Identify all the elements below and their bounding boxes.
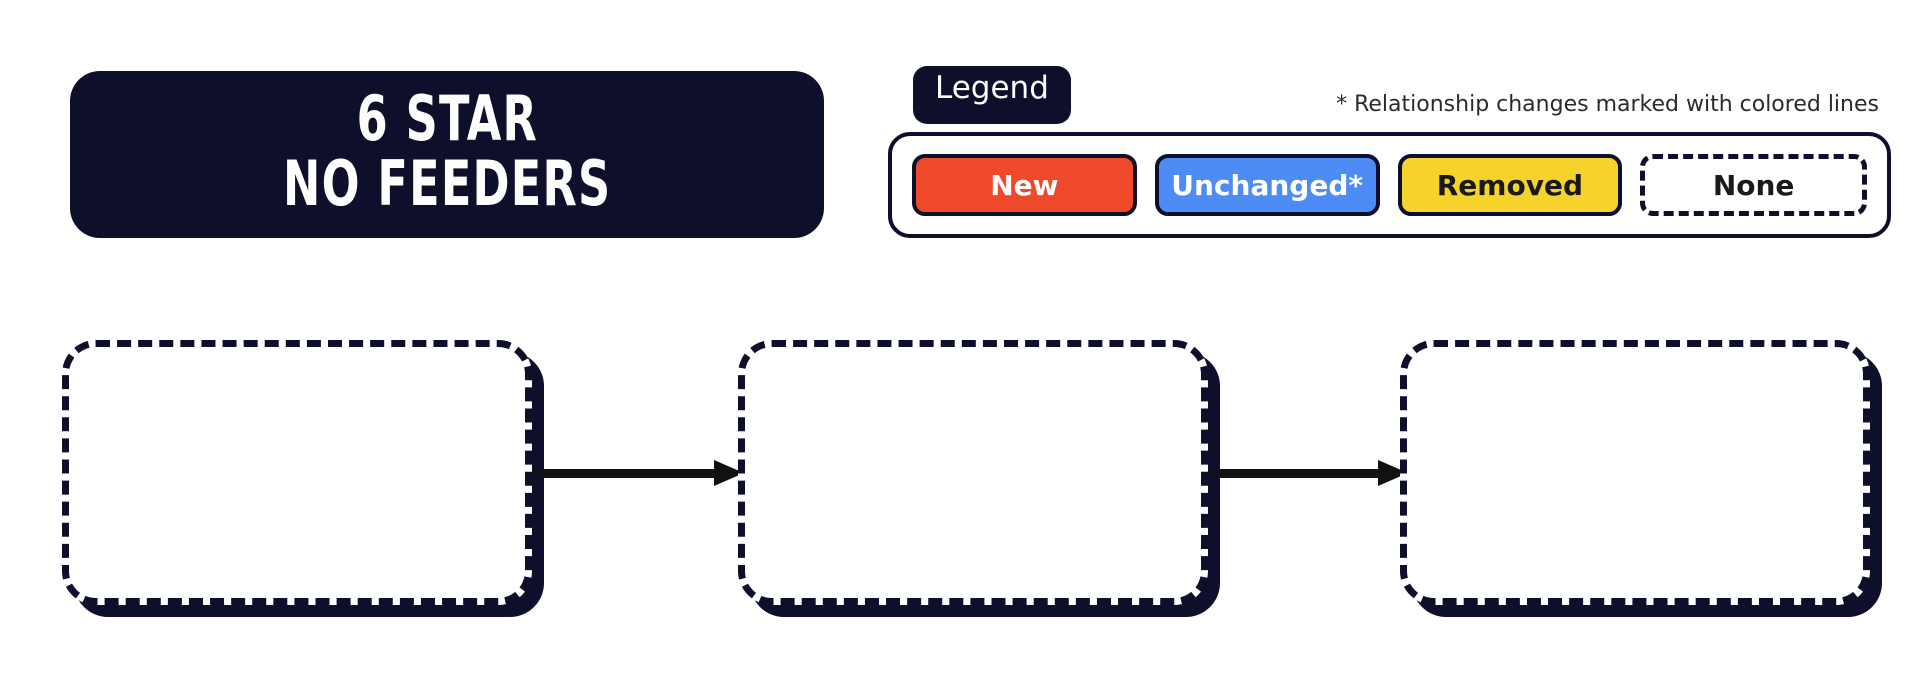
connector-arrow-1 xyxy=(534,460,744,486)
node-label xyxy=(62,340,532,605)
connector-arrow-2 xyxy=(1212,460,1408,486)
legend-footnote: * Relationship changes marked with color… xyxy=(1336,92,1879,117)
node-label xyxy=(1400,340,1870,605)
title-banner: 6 STAR NO FEEDERS xyxy=(70,71,824,238)
arrow-shaft xyxy=(534,469,719,478)
legend-tab-label: Legend xyxy=(913,66,1071,124)
title-line-2: NO FEEDERS xyxy=(282,146,612,220)
title-line-1: 6 STAR xyxy=(356,81,538,155)
diagram-node-2[interactable] xyxy=(738,340,1220,617)
diagram-node-3[interactable] xyxy=(1400,340,1882,617)
legend-chip-new[interactable]: New xyxy=(912,154,1137,216)
legend-chip-unchanged[interactable]: Unchanged* xyxy=(1154,154,1380,216)
node-row xyxy=(0,340,1920,620)
legend: * Relationship changes marked with color… xyxy=(888,66,1891,238)
node-label xyxy=(738,340,1208,605)
arrow-shaft xyxy=(1212,469,1383,478)
legend-chip-removed[interactable]: Removed xyxy=(1397,154,1623,216)
legend-panel: New Unchanged* Removed None xyxy=(888,132,1891,238)
legend-chip-none[interactable]: None xyxy=(1640,154,1867,216)
diagram-node-1[interactable] xyxy=(62,340,544,617)
